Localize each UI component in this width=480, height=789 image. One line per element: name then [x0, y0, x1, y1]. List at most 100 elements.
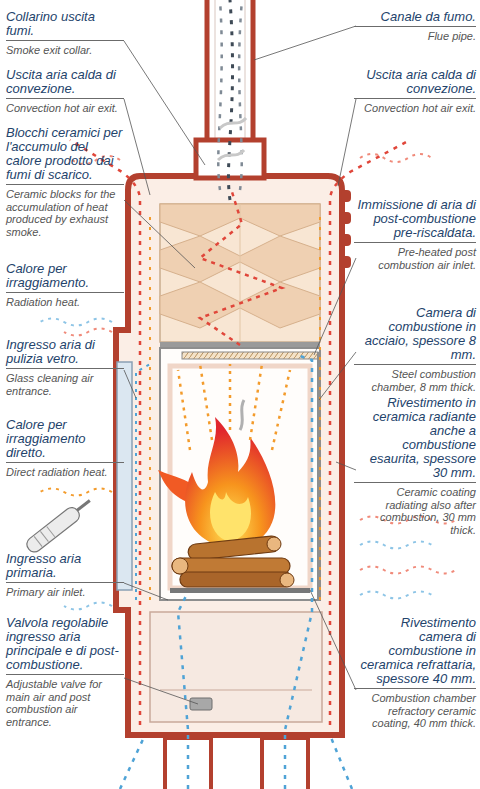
cold-air-flow — [330, 735, 352, 789]
glass-door — [117, 362, 132, 590]
handle-ridge — [34, 536, 42, 546]
italian-label: Calore per irraggiamento diretto. — [6, 418, 124, 463]
smoke-flow — [228, 0, 232, 200]
english-label: Adjustable valve for main air and post c… — [6, 678, 124, 728]
post-combustion-air-tube — [182, 352, 318, 359]
english-label: Smoke exit collar. — [6, 44, 124, 57]
leader-line — [124, 678, 198, 704]
casing-rib — [341, 212, 351, 224]
log — [180, 572, 292, 587]
radiation-flow — [40, 319, 112, 326]
callout: Calore per irraggiamento diretto. Direct … — [6, 418, 124, 479]
italian-label: Calore per irraggiamento. — [6, 262, 124, 293]
cold-air-flow — [120, 735, 145, 789]
combustion-chamber — [160, 348, 320, 600]
air-duct-line — [317, 352, 319, 600]
callout: Camera di combustione in acciaio, spesso… — [354, 306, 476, 393]
callout: Uscita aria calda di convezione. Convecti… — [354, 68, 476, 115]
italian-label: Ingresso aria primaria. — [6, 552, 124, 583]
radiation-flow — [360, 567, 456, 574]
stove-casing — [116, 176, 342, 735]
callout: Rivestimento in ceramica radiante anche … — [354, 396, 476, 536]
leader-line — [310, 590, 356, 690]
english-label: Pre-heated post combustion air inlet. — [354, 246, 476, 271]
smoke-collar — [196, 140, 264, 178]
italian-label: Ingresso aria di pulizia vetro. — [6, 338, 124, 369]
italian-label: Rivestimento in ceramica radiante anche … — [354, 396, 476, 483]
casing-rib — [341, 256, 351, 268]
primary-air-flow — [178, 596, 188, 789]
air-valve — [190, 698, 212, 710]
english-label: Steel combustion chamber, 8 mm thick. — [354, 368, 476, 393]
italian-label: Camera di combustione in acciaio, spesso… — [354, 306, 476, 365]
callout: Collarino uscita fumi. Smoke exit collar. — [6, 10, 124, 57]
leader-line — [124, 99, 150, 195]
english-label: Direct radiation heat. — [6, 466, 124, 479]
flame-core — [210, 492, 251, 542]
casing-rib — [341, 190, 351, 202]
handle-grip — [24, 505, 82, 555]
post-combustion-air-flow — [285, 356, 312, 789]
radiation-flow — [360, 542, 432, 549]
radiation-flow — [360, 592, 432, 599]
glass-cleaning-air-flow — [136, 364, 150, 600]
radiation-flow — [64, 603, 112, 610]
leader-line — [124, 583, 168, 600]
log — [187, 535, 280, 561]
callout: Canale da fumo.Flue pipe. — [354, 10, 476, 43]
italian-label: Rivestimento camera di combustione in ce… — [354, 616, 476, 689]
log-end — [172, 558, 188, 574]
callout: Immissione di aria di post-combustione p… — [354, 198, 476, 271]
direct-radiation-flow — [40, 489, 112, 496]
handle-ridge — [47, 527, 55, 537]
flame — [185, 417, 275, 548]
smoke-flow — [239, 0, 242, 190]
leader-line — [124, 41, 205, 165]
air-chamber — [150, 612, 322, 722]
italian-label: Collarino uscita fumi. — [6, 10, 124, 41]
english-label: Primary air inlet. — [6, 586, 124, 599]
callout: Ingresso aria di pulizia vetro. Glass cle… — [6, 338, 124, 397]
english-label: Convection hot air exit. — [6, 102, 124, 115]
hot-gas-flow — [178, 364, 290, 450]
flue-inner-line — [215, 0, 216, 140]
refractory-lining — [170, 366, 310, 588]
casing-rib — [341, 234, 351, 246]
hot-gas-flow — [200, 192, 282, 345]
leader-line — [314, 258, 356, 355]
callout: Calore per irraggiamento. Radiation heat. — [6, 262, 124, 309]
english-label: Combustion chamber refractory ceramic co… — [354, 692, 476, 730]
english-label: Convection hot air exit. — [354, 102, 476, 115]
english-label: Radiation heat. — [6, 296, 124, 309]
callout: Valvola regolabile ingresso aria princip… — [6, 616, 124, 728]
smoke-swirl — [218, 118, 246, 160]
italian-label: Uscita aria calda di convezione. — [354, 68, 476, 99]
leader-line — [254, 26, 356, 60]
log-end — [280, 573, 294, 587]
italian-label: Blocchi ceramici per l'accumulo del calo… — [6, 126, 124, 185]
english-label: Ceramic coating radiating also after com… — [354, 486, 476, 536]
leader-lines — [124, 26, 356, 704]
handle-ridge — [40, 531, 48, 541]
radiation-flow — [64, 329, 112, 336]
door-handle — [24, 495, 95, 555]
english-label: Ceramic blocks for the accumulation of h… — [6, 188, 124, 238]
smoke-wisp — [240, 400, 244, 430]
leader-line — [124, 370, 136, 398]
italian-label: Uscita aria calda di convezione. — [6, 68, 124, 99]
callout: Blocchi ceramici per l'accumulo del calo… — [6, 126, 124, 238]
log-end — [267, 537, 281, 551]
air-chamber-line — [160, 690, 312, 691]
callout: Ingresso aria primaria. Primary air inlet… — [6, 552, 124, 599]
italian-label: Valvola regolabile ingresso aria princip… — [6, 616, 124, 675]
english-label: Glass cleaning air entrance. — [6, 372, 124, 397]
handle-shaft — [77, 500, 90, 510]
grate — [170, 588, 310, 593]
callout: Uscita aria calda di convezione. Convecti… — [6, 68, 124, 115]
leader-line — [338, 99, 356, 186]
callout: Rivestimento camera di combustione in ce… — [354, 616, 476, 730]
italian-label: Immissione di aria di post-combustione p… — [354, 198, 476, 243]
leader-line — [124, 200, 195, 268]
